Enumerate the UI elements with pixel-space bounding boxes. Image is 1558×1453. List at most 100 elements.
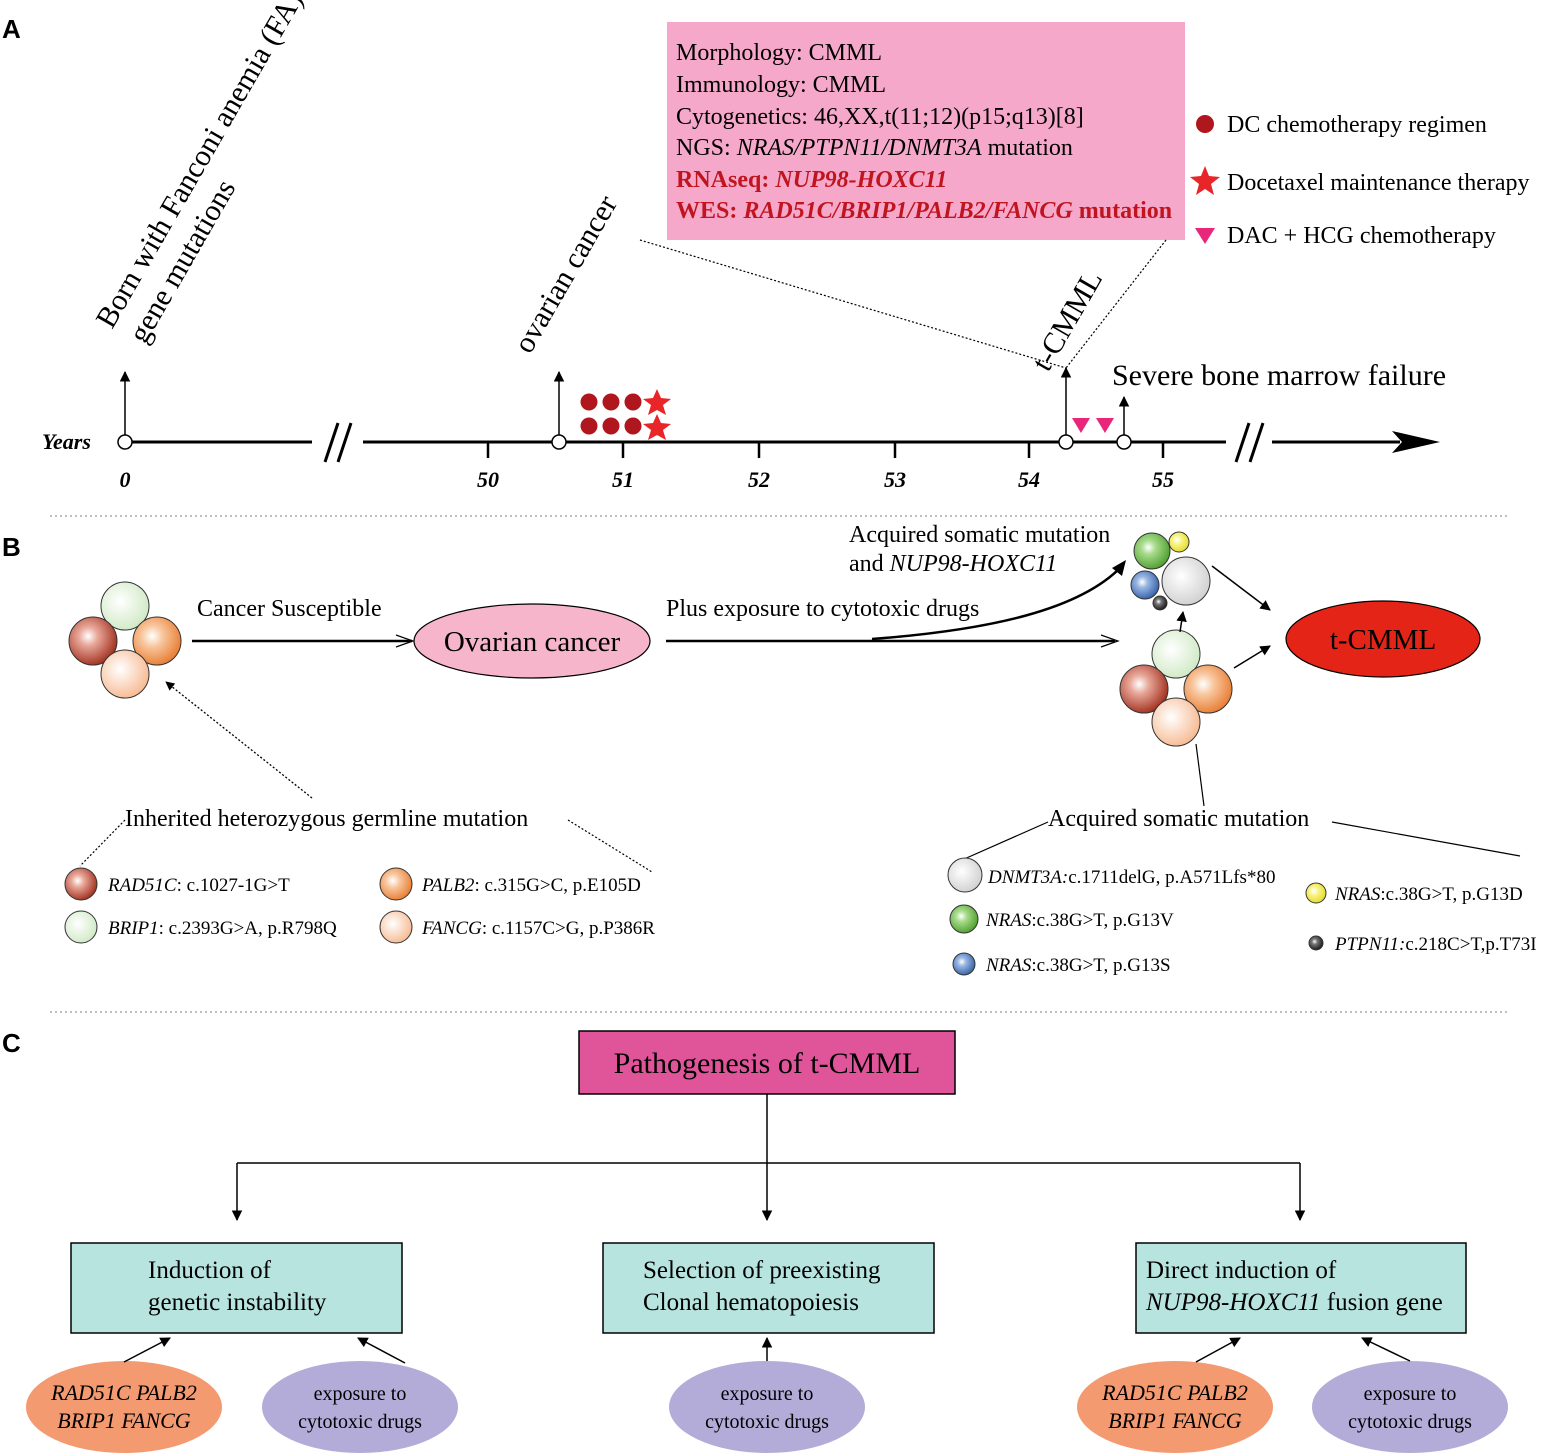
axis-break-1 [323,422,353,463]
tick-label: 0 [120,467,131,492]
tick-label: 54 [1018,467,1040,492]
legend-triangle-icon [1195,228,1215,244]
diag-wes: WES: RAD51C/BRIP1/PALB2/FANCG mutation [676,198,1172,224]
ptpn11-swatch [1308,935,1324,951]
germline-item: PALB2: c.315G>C, p.E105D [421,875,641,896]
nras-green-cell [1133,532,1171,570]
docetaxel-star-icon [643,389,671,415]
legend-dc: DC chemotherapy regimen [1227,112,1487,138]
genes-left-line2: BRIP1 FANCG [57,1408,191,1433]
exposure-ellipse-left [262,1361,458,1453]
tick-labels: 0 50 51 52 53 54 55 [120,467,1175,492]
exposure-middle-line2: cytotoxic drugs [705,1411,829,1433]
tick-label: 53 [884,467,906,492]
event-bone-marrow-failure: Severe bone marrow failure [1112,359,1446,392]
genes-right-line2: BRIP1 FANCG [1108,1408,1242,1433]
diagnosis-connector-left [639,239,1067,369]
ptpn11-cell [1152,595,1168,611]
diag-rnaseq: RNAseq: NUP98-HOXC11 [676,167,947,193]
dnmt3a-swatch [947,857,983,893]
germline-cell-cluster [68,581,182,699]
dac-triangle-icon [1096,418,1114,433]
mechanism-box-instability [70,1242,403,1334]
somatic-item: NRAS:c.38G>T, p.G13D [1334,884,1523,905]
legend-star-icon [1190,166,1220,195]
axis-label-years: Years [42,429,91,454]
tick-label: 51 [612,467,634,492]
axis-break-2 [1234,422,1265,463]
label-acquired-line1: Acquired somatic mutation [849,522,1110,548]
germline-legend-text: RAD51C: c.1027-1G>T BRIP1: c.2393G>A, p.… [107,875,655,939]
dc-dot-icon [624,417,642,435]
germline-item: BRIP1: c.2393G>A, p.R798Q [108,918,337,939]
tcmml-label: t-CMML [1330,624,1436,656]
exposure-ellipse-right [1312,1361,1508,1453]
bottom-arrows [123,1336,1411,1364]
label-inherited: Inherited heterozygous germline mutation [125,806,528,832]
inherited-dotted-arrow [165,681,313,799]
dc-dot-icon [602,417,620,435]
palb2-cell [132,616,182,666]
dc-dot-icon [580,417,598,435]
tree-connectors [231,1094,1306,1222]
dc-dot-icon [624,393,642,411]
box2-line1: Selection of preexisting [643,1257,881,1284]
exposure-right-line1: exposure to [1364,1383,1457,1405]
arrow-head [395,634,415,648]
box1-line1: Induction of [148,1257,272,1284]
dc-chemotherapy-dots [580,393,642,435]
diag-ngs: NGS: NRAS/PTPN11/DNMT3A mutation [676,135,1073,161]
dc-dot-icon [580,393,598,411]
dac-triangle-icon [1072,418,1090,433]
mechanism-box-fusion [1135,1242,1467,1334]
tick-label: 50 [477,467,499,492]
rad51c-cell [1119,664,1169,714]
arrow-clone-up [1176,610,1187,633]
pathogenesis-title: Pathogenesis of t-CMML [614,1047,921,1080]
germline-clone-cluster [1119,629,1233,747]
curved-arrow-head [1112,560,1126,576]
docetaxel-star-icon [643,414,671,440]
tick-label: 52 [748,467,770,492]
arrow-head [1100,634,1120,648]
genes-left-line1: RAD51C PALB2 [50,1380,197,1405]
somatic-item: NRAS:c.38G>T, p.G13V [985,910,1174,931]
exposure-ellipse-middle [669,1361,865,1453]
inherited-bracket-left [79,819,126,867]
germline-legend-icons [64,867,413,944]
exposure-right-line2: cytotoxic drugs [1348,1411,1472,1433]
nras-yellow-cell [1168,531,1190,553]
nras-blue-cell [1130,570,1160,600]
somatic-cell-cluster [1130,531,1211,611]
somatic-item: NRAS:c.38G>T, p.G13S [985,955,1171,976]
germline-item: RAD51C: c.1027-1G>T [107,875,290,896]
diagnosis-box [667,22,1185,240]
brip1-cell [1151,629,1201,679]
legend-dot-icon [1196,115,1214,133]
panel-label-b: B [2,532,21,562]
event-tcmml: t-CMML [1025,265,1109,377]
event-ovarian-cancer: ovarian cancer [507,190,623,359]
event-marker-failure [1116,434,1132,450]
label-cancer-susceptible: Cancer Susceptible [197,596,382,622]
acquired-pointer [1195,743,1205,807]
box1-line2: genetic instability [148,1289,327,1316]
ovarian-cancer-ellipse [413,603,651,679]
fancg-cell [100,649,150,699]
palb2-swatch [379,867,413,901]
label-plus-exposure: Plus exposure to cytotoxic drugs [666,596,979,622]
exposure-middle-line1: exposure to [721,1383,814,1405]
event-born-line1: Born with Fanconi anemia (FA) [89,0,309,333]
event-marker-tcmml [1058,434,1074,450]
nras-yellow-swatch [1305,882,1327,904]
somatic-item: PTPN11:c.218C>T,p.T73I [1334,934,1537,955]
panel-label-c: C [2,1028,21,1058]
diagnosis-text: Morphology: CMML Immunology: CMML Cytoge… [676,40,1172,224]
mechanism-box-selection [602,1242,935,1334]
inherited-bracket-right [567,819,653,873]
label-acquired-somatic: Acquired somatic mutation [1048,806,1309,832]
nras-blue-swatch [952,952,976,976]
genes-right-line1: RAD51C PALB2 [1101,1380,1248,1405]
ovarian-cancer-label: Ovarian cancer [444,626,621,658]
